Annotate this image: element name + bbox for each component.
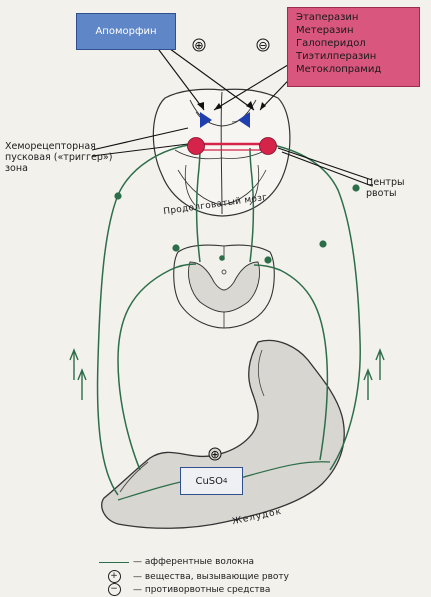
vomit-centres-label: Центры рвоты bbox=[366, 177, 405, 199]
svg-text:⊕: ⊕ bbox=[194, 39, 203, 52]
antiemetic-item: Метеразин bbox=[296, 25, 354, 36]
legend-row-antiemetics: − — противорвотные средства bbox=[95, 583, 270, 596]
ctz-receptors bbox=[200, 112, 250, 128]
afferent-fibers bbox=[96, 143, 361, 501]
fiber-line-icon bbox=[99, 561, 129, 563]
antiemetic-item: Этаперазин bbox=[296, 12, 359, 23]
legend-text: — вещества, вызывающие рвоту bbox=[133, 571, 289, 582]
drug-arrows bbox=[91, 45, 373, 187]
antiemetic-item: Тиэтилперазин bbox=[296, 51, 377, 62]
antiemetic-item: Галоперидол bbox=[296, 38, 366, 49]
legend-row-fibers: — афферентные волокна bbox=[95, 557, 254, 567]
spinal-cord-section bbox=[173, 244, 275, 329]
svg-text:⊕: ⊕ bbox=[210, 448, 219, 461]
legend-minus-icon: − bbox=[95, 583, 133, 596]
svg-text:⊖: ⊖ bbox=[258, 39, 267, 52]
ctz-label: Хеморецепторная пусковая («триггер») зон… bbox=[5, 141, 113, 174]
apomorphine-box: Апоморфин bbox=[76, 13, 176, 50]
antiemetics-box: Этаперазин Метеразин Галоперидол Тиэтилп… bbox=[287, 7, 420, 87]
cuso4-label: CuSO bbox=[195, 475, 224, 487]
apomorphine-label: Апоморфин bbox=[95, 26, 157, 37]
plus-sign-icon: ⊕ bbox=[192, 38, 206, 52]
legend-text: — афферентные волокна bbox=[133, 557, 254, 567]
legend-plus-icon: + bbox=[95, 570, 133, 583]
cuso4-subscript: 4 bbox=[223, 477, 228, 485]
antiemetic-item: Метоклопрамид bbox=[296, 64, 382, 75]
medulla-section bbox=[152, 88, 291, 217]
legend-text: — противорвотные средства bbox=[133, 584, 271, 595]
legend-row-emetics: + — вещества, вызывающие рвоту bbox=[95, 570, 289, 583]
ascending-arrows bbox=[69, 348, 385, 400]
fiber-nodes bbox=[114, 184, 360, 264]
stomach-plus-sign-icon: ⊕ bbox=[208, 447, 222, 461]
stomach bbox=[101, 339, 345, 529]
minus-sign-icon: ⊖ bbox=[256, 38, 270, 52]
arrowheads bbox=[197, 101, 266, 110]
vomit-centres bbox=[187, 137, 277, 155]
